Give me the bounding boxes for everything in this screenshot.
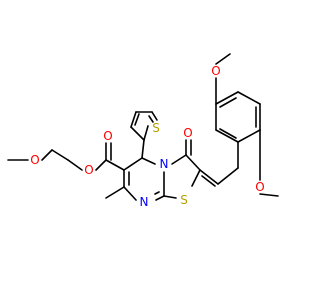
bond	[219, 128, 237, 139]
bond	[155, 195, 165, 201]
bond	[215, 129, 239, 143]
bond	[41, 149, 53, 161]
molecule-structure: O O O O O O S S N N	[7, 53, 279, 209]
bond	[237, 129, 261, 143]
bond	[185, 154, 201, 171]
bond	[105, 186, 125, 199]
bond	[163, 195, 177, 199]
bond	[201, 175, 216, 187]
bond	[143, 125, 149, 141]
bond	[105, 159, 125, 171]
bond	[141, 157, 156, 165]
bond	[171, 154, 187, 165]
bond	[130, 111, 137, 128]
oxygen-atom-label: O	[255, 180, 264, 194]
nitrogen-atom-label: N	[160, 157, 169, 171]
bond	[148, 115, 154, 123]
atom-label-layer: O O O O O O S S N N	[30, 64, 264, 209]
bond	[67, 159, 83, 171]
structure-canvas: O O O O O O S S N N	[7, 53, 279, 209]
bond	[95, 159, 107, 171]
oxygen-atom-label: O	[211, 64, 220, 78]
sulfur-atom-label: S	[152, 121, 160, 135]
bond	[215, 91, 239, 105]
bond	[199, 169, 219, 185]
bond	[134, 113, 140, 126]
bond	[219, 97, 237, 108]
bond	[215, 53, 231, 65]
bond	[191, 169, 201, 187]
oxygen-atom-label: O	[84, 163, 93, 177]
oxygen-atom-label: O	[103, 129, 112, 143]
bond	[217, 167, 239, 185]
bond	[123, 157, 143, 171]
bond	[259, 193, 279, 197]
sulfur-atom-label: S	[180, 193, 188, 207]
bond-layer	[7, 53, 279, 201]
bond	[141, 139, 145, 159]
bond	[154, 191, 160, 195]
oxygen-atom-label: O	[30, 153, 39, 167]
bond	[130, 126, 145, 141]
bond	[123, 186, 137, 201]
bond	[51, 149, 69, 161]
nitrogen-atom-label: N	[140, 195, 149, 209]
bond	[151, 111, 158, 121]
oxygen-atom-label: O	[183, 126, 192, 140]
bond	[237, 91, 261, 105]
